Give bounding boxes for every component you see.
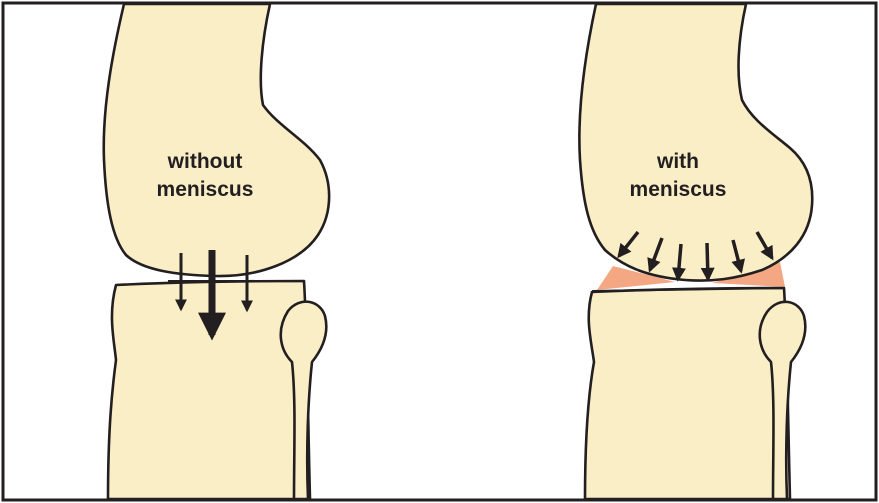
- tibia-right: [585, 288, 790, 499]
- label-with-line2: meniscus: [630, 178, 727, 201]
- force-arrow-right-4: [707, 243, 708, 279]
- label-without-line1: without: [167, 150, 243, 173]
- label-with-line1: with: [656, 150, 699, 173]
- label-without-line2: meniscus: [157, 178, 254, 201]
